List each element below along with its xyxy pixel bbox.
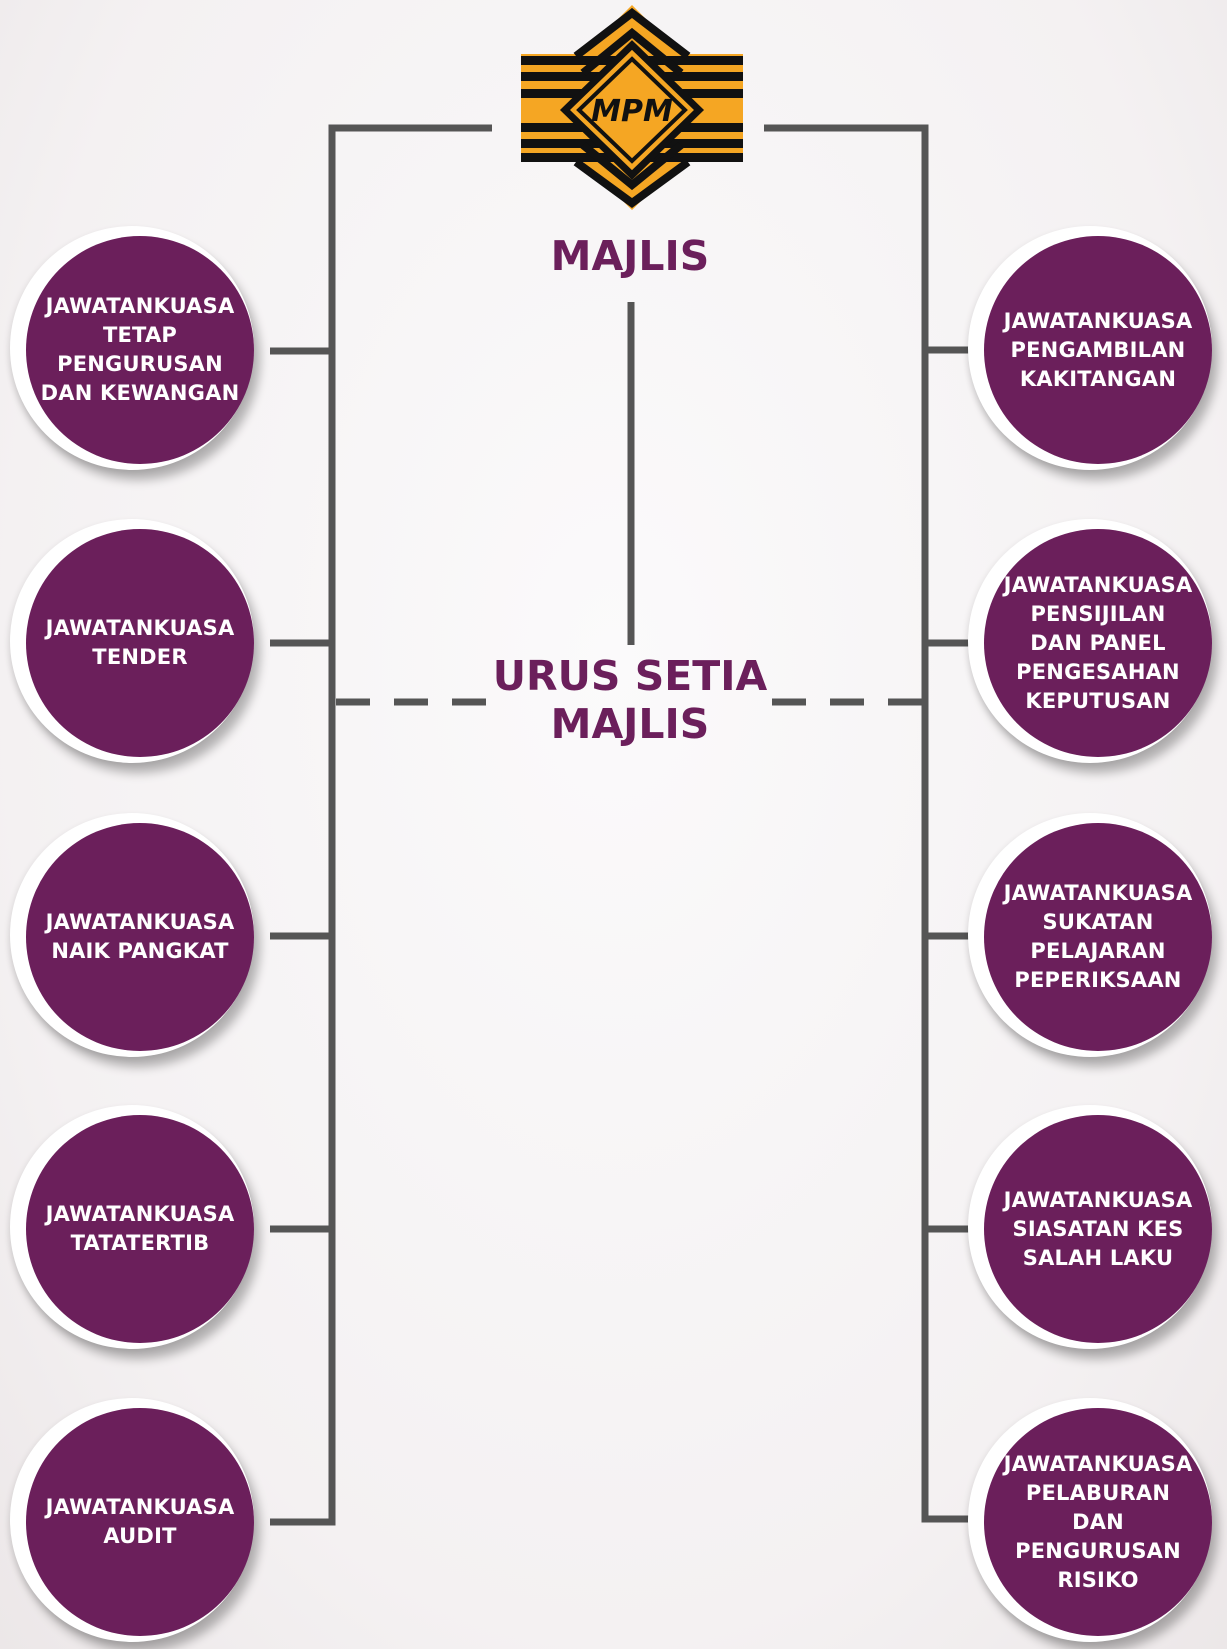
committee-circle: JAWATANKUASA PELABURAN DAN PENGURUSAN RI…	[984, 1408, 1212, 1636]
committee-left-2: JAWATANKUASA TENDER	[10, 519, 254, 763]
committee-label: JAWATANKUASA TETAP PENGURUSAN DAN KEWANG…	[40, 294, 240, 405]
committee-circle: JAWATANKUASA SUKATAN PELAJARAN PEPERIKSA…	[984, 823, 1212, 1051]
committee-label: JAWATANKUASA AUDIT	[45, 1495, 235, 1548]
committee-circle: JAWATANKUASA TENDER	[26, 529, 254, 757]
committee-right-4: JAWATANKUASA SIASATAN KES SALAH LAKU	[968, 1105, 1212, 1349]
committee-label: JAWATANKUASA PENGAMBILAN KAKITANGAN	[1003, 308, 1193, 391]
left-bracket-line	[270, 124, 492, 1526]
committee-circle: JAWATANKUASA TATATERTIB	[26, 1115, 254, 1343]
committee-circle: JAWATANKUASA PENGAMBILAN KAKITANGAN	[984, 236, 1212, 464]
logo-text: MPM	[591, 94, 673, 129]
committee-right-5: JAWATANKUASA PELABURAN DAN PENGURUSAN RI…	[968, 1398, 1212, 1642]
mpm-logo: MPM	[521, 5, 743, 210]
committee-circle: JAWATANKUASA NAIK PANGKAT	[26, 823, 254, 1051]
committee-left-5: JAWATANKUASA AUDIT	[10, 1398, 254, 1642]
committee-left-4: JAWATANKUASA TATATERTIB	[10, 1105, 254, 1349]
committee-label: JAWATANKUASA NAIK PANGKAT	[45, 910, 235, 963]
committee-circle: JAWATANKUASA TETAP PENGURUSAN DAN KEWANG…	[26, 236, 254, 464]
committee-left-3: JAWATANKUASA NAIK PANGKAT	[10, 813, 254, 1057]
secretariat-title: URUS SETIA MAJLIS	[492, 652, 768, 748]
committee-label: JAWATANKUASA PELABURAN DAN PENGURUSAN RI…	[1003, 1451, 1193, 1592]
committee-right-3: JAWATANKUASA SUKATAN PELAJARAN PEPERIKSA…	[968, 813, 1212, 1057]
committee-label: JAWATANKUASA SIASATAN KES SALAH LAKU	[1003, 1187, 1193, 1270]
committee-circle: JAWATANKUASA AUDIT	[26, 1408, 254, 1636]
committee-label: JAWATANKUASA TENDER	[45, 616, 235, 669]
committee-right-2: JAWATANKUASA PENSIJILAN DAN PANEL PENGES…	[968, 519, 1212, 763]
committee-right-1: JAWATANKUASA PENGAMBILAN KAKITANGAN	[968, 226, 1212, 470]
committee-label: JAWATANKUASA TATATERTIB	[45, 1202, 235, 1255]
committee-label: JAWATANKUASA SUKATAN PELAJARAN PEPERIKSA…	[1003, 881, 1193, 992]
committee-circle: JAWATANKUASA PENSIJILAN DAN PANEL PENGES…	[984, 529, 1212, 757]
committee-circle: JAWATANKUASA SIASATAN KES SALAH LAKU	[984, 1115, 1212, 1343]
committee-left-1: JAWATANKUASA TETAP PENGURUSAN DAN KEWANG…	[10, 226, 254, 470]
right-bracket-line	[764, 124, 984, 1523]
majlis-title: MAJLIS	[550, 232, 710, 280]
committee-label: JAWATANKUASA PENSIJILAN DAN PANEL PENGES…	[1003, 572, 1193, 713]
